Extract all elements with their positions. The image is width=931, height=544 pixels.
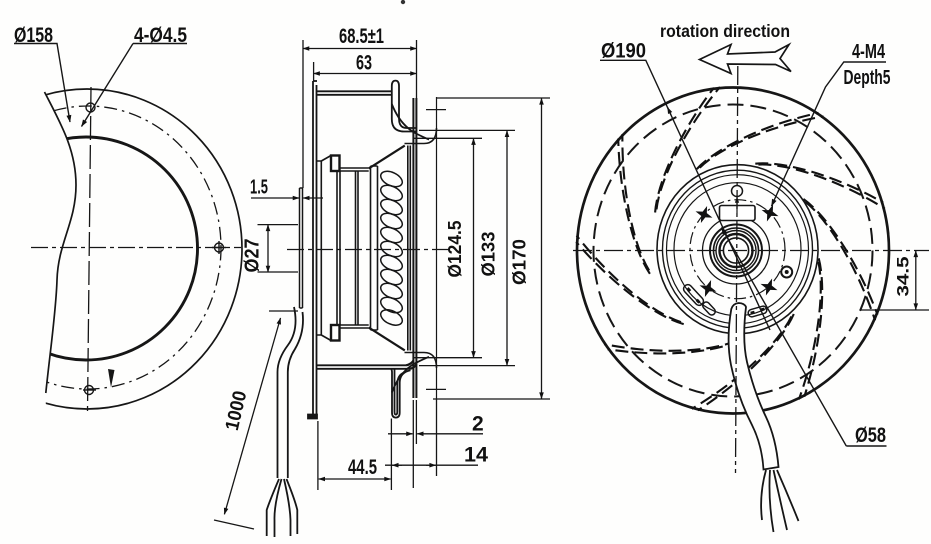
svg-text:Ø133: Ø133 — [479, 232, 499, 277]
svg-text:1.5: 1.5 — [250, 177, 268, 199]
svg-text:Ø158: Ø158 — [14, 24, 53, 47]
svg-text:44.5: 44.5 — [348, 456, 377, 479]
svg-text:68.5±1: 68.5±1 — [339, 25, 384, 48]
svg-text:1000: 1000 — [222, 389, 251, 433]
svg-text:Ø170: Ø170 — [510, 239, 530, 285]
svg-text:Ø58: Ø58 — [855, 424, 886, 447]
svg-text:14: 14 — [464, 444, 488, 467]
svg-text:4-Ø4.5: 4-Ø4.5 — [134, 24, 187, 47]
svg-text:2: 2 — [472, 413, 484, 436]
svg-text:34.5: 34.5 — [894, 257, 913, 297]
svg-text:Ø124.5: Ø124.5 — [445, 221, 465, 278]
svg-text:63: 63 — [356, 52, 372, 75]
svg-text:Depth5: Depth5 — [844, 67, 891, 89]
svg-text:4-M4: 4-M4 — [852, 41, 886, 63]
svg-text:rotation direction: rotation direction — [660, 21, 790, 41]
svg-text:Ø190: Ø190 — [601, 40, 646, 63]
svg-text:Ø27: Ø27 — [242, 239, 264, 273]
